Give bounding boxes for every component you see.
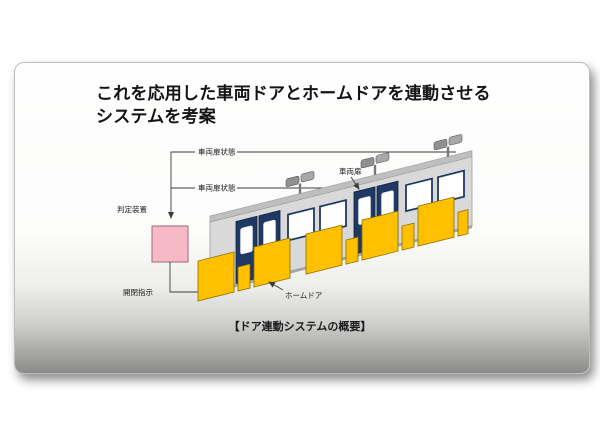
label-vehicle-door: 車両扉 xyxy=(339,166,362,176)
roof-sensor xyxy=(360,152,390,176)
judgment-device-box xyxy=(151,225,189,263)
page-title: これを応用した車両ドアとホームドアを連動させる システムを考案 xyxy=(96,84,491,126)
label-judgment-device: 判定装置 xyxy=(117,204,147,214)
platform-door-callout: ホームドア xyxy=(268,281,322,300)
roof-sensor xyxy=(433,134,463,157)
label-bg xyxy=(195,182,237,193)
label-open-close-command: 開閉指示 xyxy=(123,287,153,297)
label-door-state-2: 車両扉状態 xyxy=(198,183,236,193)
roof-sensor xyxy=(285,171,315,194)
signal-lines: 車両扉状態 車両扉状態 xyxy=(168,146,456,219)
vehicle-door-callout: 車両扉 xyxy=(339,166,362,190)
label-platform-door: ホームドア xyxy=(285,291,322,300)
train-roof xyxy=(209,150,473,223)
label-bg xyxy=(195,146,237,157)
judgment-device: 判定装置 開閉指示 xyxy=(117,204,206,297)
label-door-state-1: 車両扉状態 xyxy=(198,147,236,157)
train-illustration xyxy=(197,134,473,302)
diagram-caption: 【ドア連動システムの概要】 xyxy=(229,319,372,333)
train-window xyxy=(287,206,315,242)
slide-card: これを応用した車両ドアとホームドアを連動させる システムを考案 xyxy=(14,62,590,374)
platform-doors xyxy=(197,196,469,302)
